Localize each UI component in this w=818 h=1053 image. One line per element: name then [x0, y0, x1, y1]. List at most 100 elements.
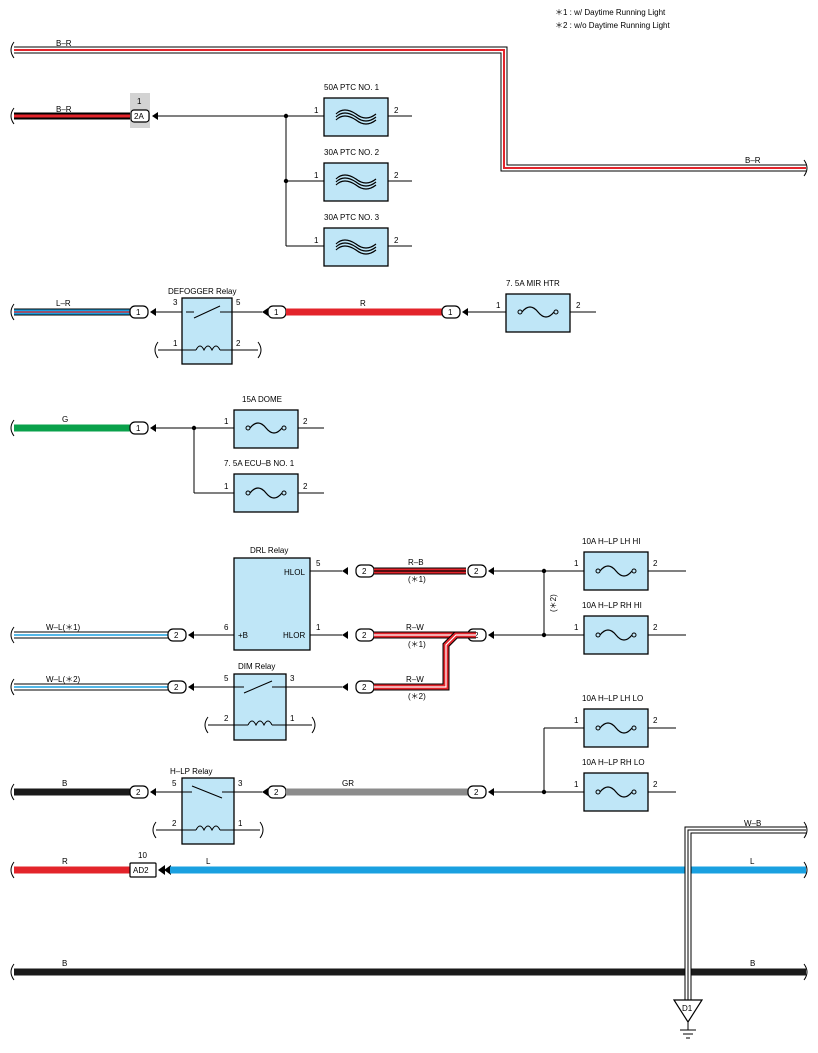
- legend-note-2: ＊2 : w/o Daytime Running Light: [555, 21, 670, 30]
- connector-ad2: AD2: [129, 862, 171, 878]
- connector-2-dim-out: 2: [342, 680, 375, 694]
- wire-label-g: G: [62, 415, 68, 424]
- wire-label-rb: R–B: [408, 558, 424, 567]
- fuse-hlp-rh-hi: 10A H–LP RH HI 1 2: [574, 601, 686, 655]
- svg-text:2: 2: [474, 631, 479, 640]
- svg-text:1: 1: [316, 623, 321, 632]
- svg-text:2: 2: [394, 236, 399, 245]
- svg-text:2: 2: [653, 559, 658, 568]
- svg-text:2: 2: [362, 631, 367, 640]
- svg-text:3: 3: [290, 674, 295, 683]
- svg-text:1: 1: [290, 714, 295, 723]
- wire-break-br-right: [803, 159, 808, 177]
- relay-defogger: 3 5 1 2: [154, 297, 262, 365]
- svg-text:2: 2: [362, 683, 367, 692]
- wire-label-b-hlp: B: [62, 779, 67, 788]
- legend-note-1: ＊1 : w/ Daytime Running Light: [555, 8, 666, 17]
- svg-text:5: 5: [224, 674, 229, 683]
- wire-note-rw1: (＊1): [408, 640, 426, 649]
- junction: [283, 113, 289, 119]
- wire-label-l-left: L: [206, 857, 211, 866]
- svg-text:5: 5: [172, 779, 177, 788]
- svg-text:1: 1: [574, 623, 579, 632]
- relay-drl: HLOL HLOR +B 5 1 6: [224, 557, 321, 651]
- fuse-label-rhhi: 10A H–LP RH HI: [582, 601, 642, 610]
- svg-text:3: 3: [173, 298, 178, 307]
- svg-text:1: 1: [496, 301, 501, 310]
- fuse-hlp-rh-lo: 10A H–LP RH LO 1 2: [574, 758, 676, 812]
- connector-2a: [130, 109, 150, 123]
- svg-text:HLOL: HLOL: [284, 568, 305, 577]
- wire-note-vert: (＊2): [549, 594, 558, 612]
- connector-2-hlor: 2: [342, 628, 375, 642]
- connector-2-hlp-in: 2: [129, 785, 156, 799]
- connector-1-dome: 1: [129, 421, 156, 435]
- svg-text:1: 1: [574, 780, 579, 789]
- svg-text:6: 6: [224, 623, 229, 632]
- svg-text:2: 2: [172, 819, 177, 828]
- wire-label-wl1: W–L(＊1): [46, 623, 81, 632]
- connector-2a-label: 2A: [134, 112, 144, 121]
- connector-2-rb-out: 2: [467, 564, 494, 578]
- svg-text:2: 2: [274, 788, 279, 797]
- svg-text:2: 2: [174, 631, 179, 640]
- relay-label-hlp: H–LP Relay: [170, 767, 213, 776]
- relay-hlp: 5 3 2 1: [152, 777, 264, 845]
- svg-text:2: 2: [236, 339, 241, 348]
- wire-label-wl2: W–L(＊2): [46, 675, 81, 684]
- fuse-label-ptc1: 50A PTC NO. 1: [324, 83, 380, 92]
- svg-text:2: 2: [474, 567, 479, 576]
- wire-rw2: [374, 631, 476, 691]
- fuse-label-dome: 15A DOME: [242, 395, 282, 404]
- connector-1-defogger-out: 1: [262, 305, 287, 319]
- svg-text:1: 1: [224, 417, 229, 426]
- wire-note-rb: (＊1): [408, 575, 426, 584]
- fuse-label-ptc2: 30A PTC NO. 2: [324, 148, 380, 157]
- connector-2-gr-out: 2: [467, 785, 494, 799]
- fuse-mir-htr: 7. 5A MIR HTR 1 2: [496, 279, 596, 333]
- svg-text:1: 1: [136, 308, 141, 317]
- svg-text:1: 1: [448, 308, 453, 317]
- svg-text:2: 2: [362, 567, 367, 576]
- wire-label-br-left: B–R: [56, 105, 72, 114]
- connector-1-defogger-in: 1: [129, 305, 156, 319]
- svg-text:2: 2: [136, 788, 141, 797]
- fuse-ptc2: 30A PTC NO. 2 1 2: [314, 148, 412, 202]
- connector-1-mir: 1: [441, 305, 468, 319]
- connector-2-dim-in: 2: [167, 680, 194, 694]
- fuse-hlp-lh-hi: 10A H–LP LH HI 1 2: [574, 537, 686, 591]
- svg-text:1: 1: [314, 236, 319, 245]
- wire-label-b-bottom-left: B: [62, 959, 67, 968]
- svg-text:HLOR: HLOR: [283, 631, 305, 640]
- junction: [541, 632, 547, 638]
- svg-text:1: 1: [173, 339, 178, 348]
- connector-2-hlol: 2: [342, 564, 375, 578]
- svg-text:2: 2: [174, 683, 179, 692]
- fuse-label-ptc3: 30A PTC NO. 3: [324, 213, 380, 222]
- svg-text:1: 1: [238, 819, 243, 828]
- wire-label-r-ad2: R: [62, 857, 68, 866]
- svg-text:1: 1: [224, 482, 229, 491]
- wire-note-rw2: (＊2): [408, 692, 426, 701]
- connector-2-drl-b: 2: [167, 628, 194, 642]
- svg-text:2: 2: [653, 716, 658, 725]
- wire-label-br-right: B–R: [745, 156, 761, 165]
- fuse-label-mir: 7. 5A MIR HTR: [506, 279, 560, 288]
- svg-text:AD2: AD2: [133, 866, 149, 875]
- svg-text:2: 2: [653, 780, 658, 789]
- svg-text:5: 5: [236, 298, 241, 307]
- relay-dim: 5 3 2 1: [204, 673, 316, 741]
- svg-text:2: 2: [303, 482, 308, 491]
- fuse-dome: 15A DOME 1 2: [224, 395, 324, 449]
- svg-text:1: 1: [274, 308, 279, 317]
- fuse-ecu-b: 7. 5A ECU–B NO. 1 1 2: [224, 459, 324, 513]
- svg-text:2: 2: [303, 417, 308, 426]
- wire-break-br-left: [10, 107, 15, 125]
- fuse-label-lhhi: 10A H–LP LH HI: [582, 537, 641, 546]
- relay-label-dim: DIM Relay: [238, 662, 275, 671]
- fuse-ptc3: 30A PTC NO. 3 1 2: [314, 213, 412, 267]
- svg-text:1: 1: [574, 716, 579, 725]
- wire-label-b-bottom-right: B: [750, 959, 755, 968]
- svg-text:D1: D1: [682, 1004, 693, 1013]
